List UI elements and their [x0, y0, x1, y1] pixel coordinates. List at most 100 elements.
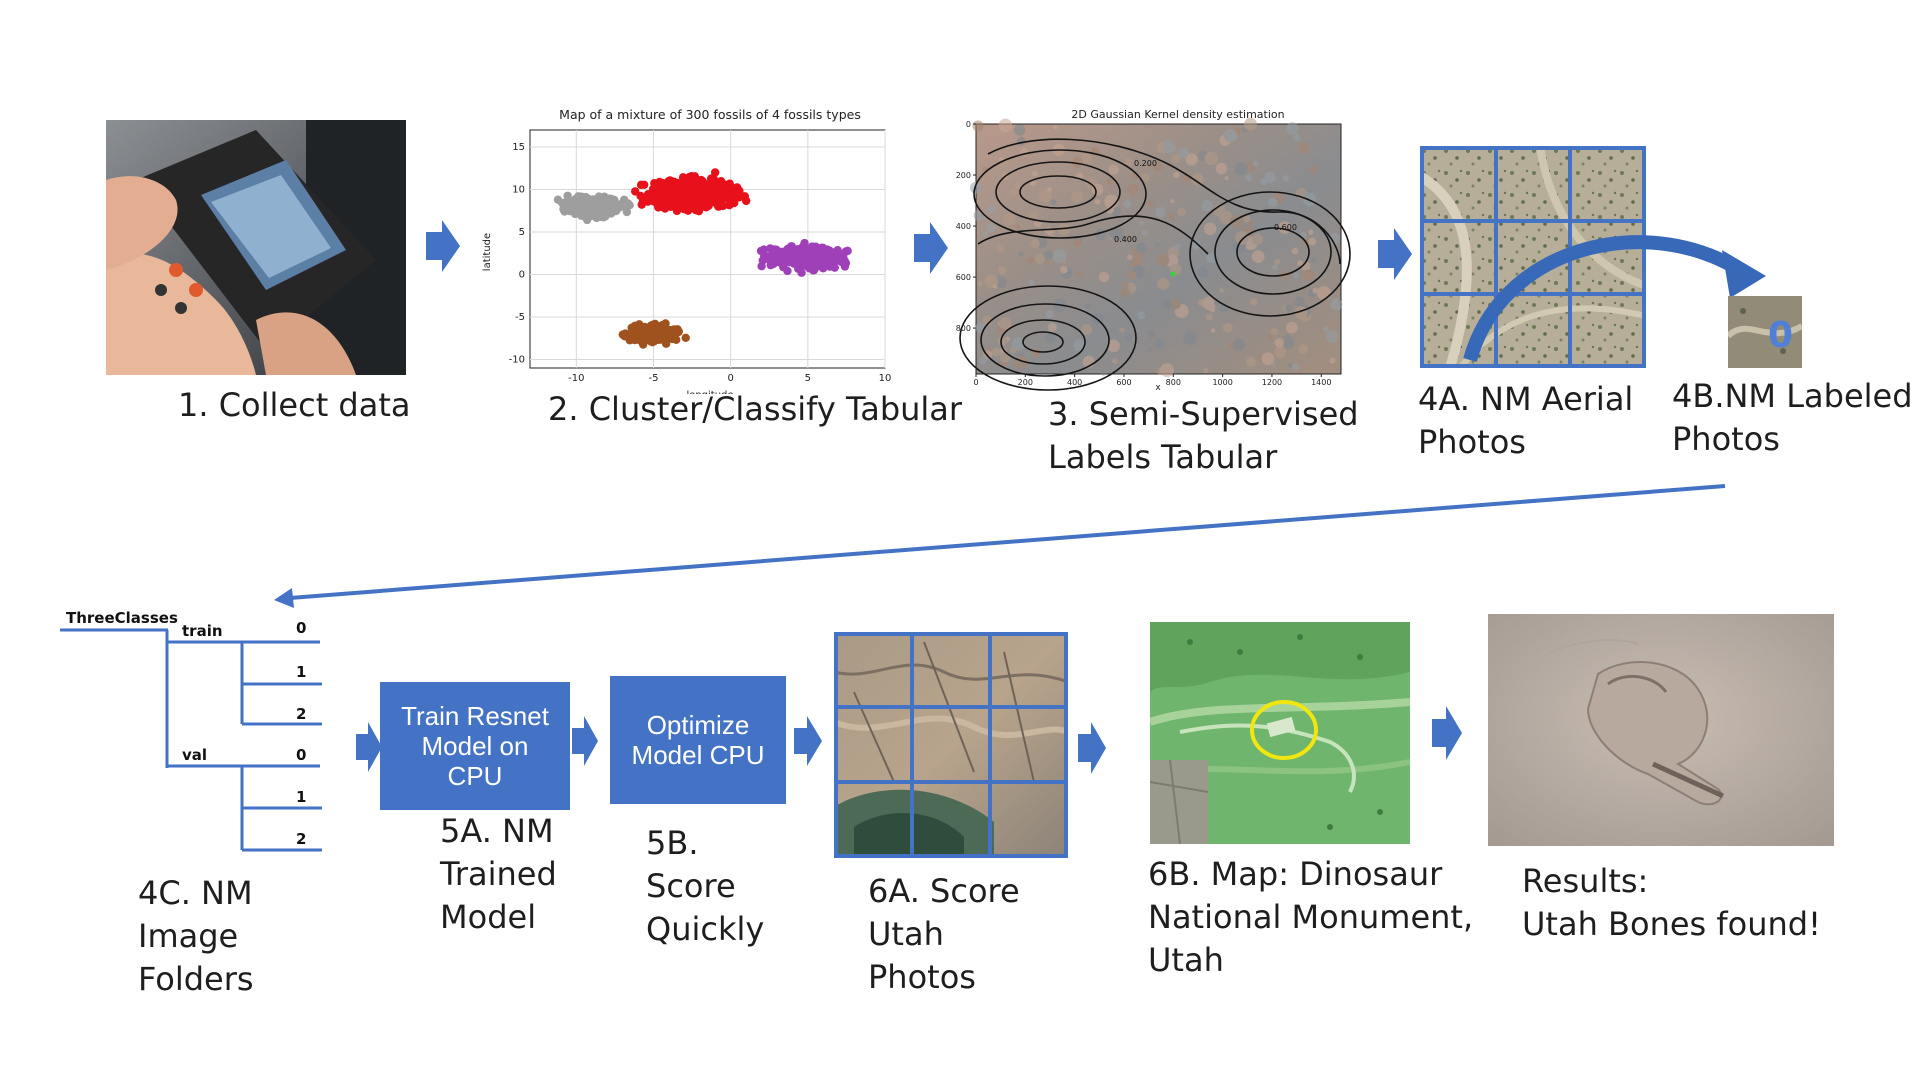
- scatter-point: [711, 195, 721, 204]
- scatter-point: [833, 246, 842, 255]
- scatter-point: [700, 193, 709, 203]
- terrain-speckle: [1164, 139, 1173, 148]
- terrain-speckle: [1191, 240, 1201, 250]
- flow-arrow-8: [1432, 706, 1462, 760]
- terrain-speckle: [972, 120, 984, 132]
- scatter-point: [718, 201, 728, 211]
- folder-val-class-1: 1: [296, 788, 306, 806]
- terrain-speckle: [1053, 124, 1058, 130]
- kde-xtick: 1200: [1262, 378, 1282, 387]
- scatter-xtick: 5: [805, 373, 811, 384]
- step4c-caption-line2: Image: [138, 917, 239, 955]
- terrain-speckle: [999, 317, 1012, 330]
- terrain-speckle: [1310, 257, 1317, 264]
- scatter-point: [615, 203, 625, 212]
- scatter-point: [654, 203, 663, 212]
- image-folder-tree: ThreeClasses train val 0 1 2 0 1 2: [60, 609, 322, 852]
- terrain-speckle: [1252, 160, 1259, 167]
- optimize-box-line2: Model CPU: [631, 740, 765, 770]
- terrain-speckle: [1235, 231, 1249, 245]
- scatter-xtick: -5: [648, 373, 658, 384]
- terrain-speckle: [1034, 253, 1045, 264]
- terrain-speckle: [1137, 311, 1146, 320]
- terrain-speckle: [1120, 288, 1130, 298]
- terrain-speckle: [1308, 237, 1317, 246]
- kde-title: 2D Gaussian Kernel density estimation: [1071, 108, 1284, 121]
- terrain-speckle: [982, 315, 993, 326]
- terrain-speckle: [1154, 242, 1160, 248]
- terrain-speckle: [1122, 282, 1129, 289]
- step2-caption: 2. Cluster/Classify Tabular: [548, 390, 963, 428]
- terrain-speckle: [1147, 330, 1155, 338]
- terrain-speckle: [1048, 323, 1057, 332]
- terrain-speckle: [1297, 260, 1303, 266]
- terrain-speckle: [977, 137, 986, 147]
- scatter-ytick: -5: [515, 312, 525, 323]
- step4b-caption-line2: Photos: [1672, 420, 1780, 458]
- terrain-speckle: [1013, 124, 1026, 136]
- gps-device-photo: [106, 120, 406, 375]
- terrain-speckle: [1203, 367, 1209, 374]
- terrain-speckle: [1122, 199, 1132, 208]
- scatter-point: [698, 176, 707, 186]
- terrain-speckle: [1119, 327, 1125, 333]
- scatter-point: [573, 195, 582, 204]
- terrain-speckle: [1282, 175, 1289, 182]
- terrain-speckle: [970, 181, 983, 194]
- optimize-model-box: Optimize Model CPU: [610, 676, 786, 804]
- folder-train-class-2: 2: [296, 705, 306, 723]
- terrain-speckle: [1325, 330, 1339, 343]
- terrain-speckle: [1157, 277, 1170, 290]
- terrain-speckle: [1170, 199, 1175, 204]
- folder-root-label: ThreeClasses: [66, 609, 178, 627]
- kde-xtick: 600: [1116, 378, 1131, 387]
- train-resnet-box: Train Resnet Model on CPU: [380, 682, 570, 810]
- terrain-speckle: [1028, 279, 1035, 286]
- kde-xlabel: x: [1155, 383, 1161, 392]
- kde-contour-chart: 2D Gaussian Kernel density estimation 0.…: [956, 108, 1351, 392]
- kde-contour-label-3: 0.600: [1274, 223, 1297, 232]
- scatter-point: [671, 201, 680, 211]
- terrain-speckle: [1291, 363, 1300, 371]
- terrain-speckle: [1261, 352, 1275, 366]
- terrain-speckle: [1030, 238, 1040, 249]
- terrain-speckle: [1127, 270, 1137, 280]
- step4c-caption: 4C. NM Image Folders: [138, 872, 254, 1001]
- scatter-point: [649, 196, 658, 205]
- terrain-speckle: [1148, 346, 1153, 352]
- scatter-point: [640, 335, 650, 345]
- terrain-speckle: [1286, 122, 1299, 135]
- kde-xtick: 200: [1018, 378, 1033, 387]
- terrain-speckle: [1060, 265, 1068, 274]
- scatter-point: [607, 202, 616, 211]
- terrain-speckle: [979, 356, 988, 365]
- terrain-speckle: [1014, 182, 1021, 189]
- terrain-speckle: [1270, 327, 1279, 336]
- scatter-ytick: 5: [519, 227, 525, 238]
- scatter-point: [798, 255, 808, 264]
- scatter-point: [663, 192, 672, 201]
- terrain-speckle: [982, 231, 988, 237]
- step5a-caption-line3: Model: [440, 898, 537, 936]
- terrain-speckle: [998, 118, 1013, 133]
- terrain-speckle: [1125, 334, 1134, 342]
- terrain-speckle: [1244, 117, 1258, 131]
- terrain-speckle: [1272, 264, 1278, 271]
- step5a-caption-line1: 5A. NM: [440, 812, 554, 850]
- scatter-point: [691, 198, 701, 207]
- terrain-speckle: [1274, 259, 1281, 265]
- terrain-speckle: [1002, 213, 1016, 226]
- step5b-caption-line1: 5B.: [646, 824, 699, 862]
- terrain-speckle: [1201, 200, 1213, 212]
- terrain-speckle: [1303, 269, 1315, 281]
- terrain-speckle: [1071, 157, 1083, 168]
- terrain-speckle: [1266, 334, 1273, 341]
- scatter-point: [829, 253, 839, 262]
- kde-xtick: 400: [1067, 378, 1082, 387]
- terrain-speckle: [1168, 213, 1175, 221]
- scatter-xtick: 10: [879, 373, 892, 384]
- scatter-point: [824, 260, 833, 270]
- folder-train-class-1: 1: [296, 663, 306, 681]
- results-caption-line1: Results:: [1522, 862, 1649, 900]
- scatter-point: [685, 203, 695, 213]
